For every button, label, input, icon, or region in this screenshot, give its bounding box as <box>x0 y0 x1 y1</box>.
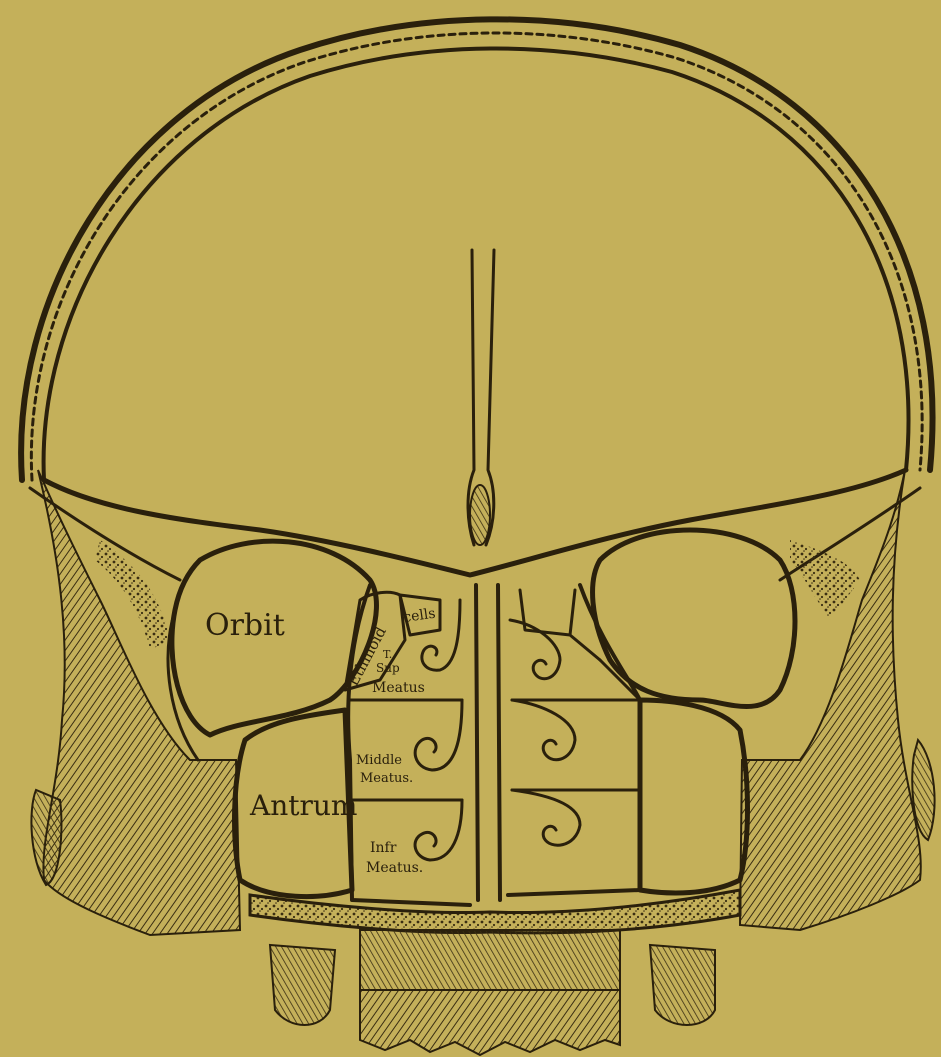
right-middle-turbinate <box>512 700 575 760</box>
right-inferior-turbinate <box>512 790 580 845</box>
crista-galli <box>470 485 490 545</box>
left-inferior-turbinate <box>415 800 462 860</box>
label-middle: Middle <box>356 753 402 768</box>
left-zygoma-shading <box>38 470 240 935</box>
label-inf: Infr <box>370 840 397 856</box>
maxilla-shading <box>360 930 620 990</box>
skull-vault-inner <box>44 48 909 480</box>
right-orbit <box>593 530 795 707</box>
label-sup: Sup <box>376 661 400 675</box>
label-middle-meatus: Meatus. <box>360 771 413 786</box>
left-middle-turbinate <box>415 700 462 770</box>
right-superior-turbinate <box>510 620 560 679</box>
right-antrum <box>640 700 748 893</box>
label-orbit: Orbit <box>205 608 285 643</box>
label-sup-t: T. <box>383 648 392 661</box>
incisors <box>360 990 620 1055</box>
left-molar <box>270 945 335 1025</box>
label-sup-meatus: Meatus <box>372 680 425 696</box>
right-molar <box>650 945 715 1025</box>
label-inf-meatus: Meatus. <box>366 860 423 876</box>
right-meatus-divider <box>512 660 640 790</box>
label-cells: cells <box>402 606 436 626</box>
nasal-septum <box>476 585 500 900</box>
label-antrum: Antrum <box>249 789 357 822</box>
skull-vault-outer <box>21 19 932 480</box>
